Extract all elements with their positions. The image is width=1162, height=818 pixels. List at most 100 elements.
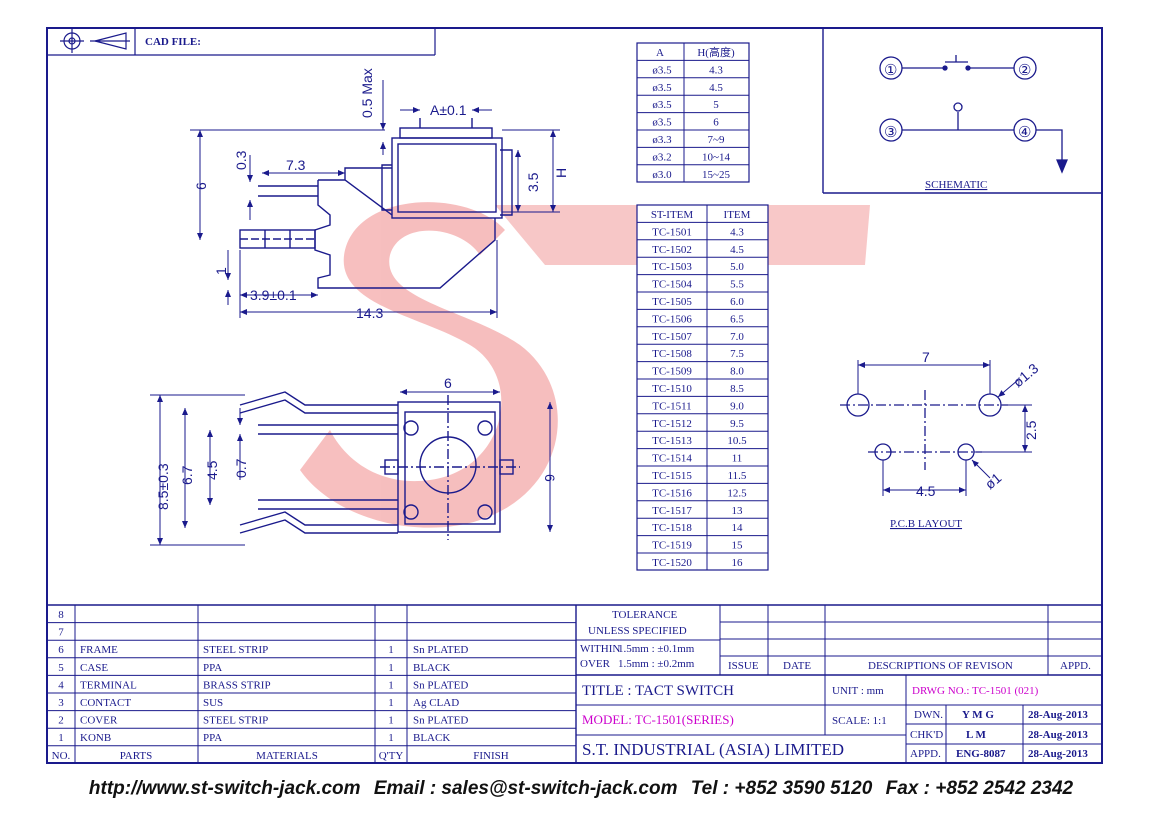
item-cell-st-item: TC-1518 [652, 522, 692, 534]
item-cell-value: 4.5 [730, 244, 744, 256]
dim-8-5: 8.5±0.3 [155, 463, 171, 510]
part-no: 7 [58, 627, 64, 639]
item-cell-st-item: TC-1504 [652, 279, 692, 291]
item-cell-value: 6.0 [730, 296, 744, 308]
part-material: STEEL STRIP [203, 644, 268, 656]
appd-label: APPD. [910, 748, 941, 760]
item-cell-value: 8.5 [730, 383, 744, 395]
part-name: KONB [80, 732, 111, 744]
item-cell-st-item: TC-1511 [652, 400, 691, 412]
top-view-dimensions [150, 389, 553, 546]
side-view-dimensions [190, 80, 560, 318]
website-link[interactable]: http://www.st-switch-jack.com [88, 778, 361, 799]
contact-footer: http://www.st-switch-jack.com Email : sa… [0, 778, 1162, 800]
item-cell-value: 9.5 [730, 418, 744, 430]
item-header-item: ITEM [724, 209, 751, 221]
pcb-dim-7: 7 [922, 349, 930, 365]
revision-date: DATE [783, 660, 811, 672]
a-h-cell-h: 7~9 [708, 134, 725, 146]
pin-4-label: ④ [1018, 125, 1031, 141]
part-finish: BLACK [413, 732, 450, 744]
pin-1-label: ① [884, 63, 897, 79]
parts-list [47, 604, 1102, 763]
cad-header: CAD FILE: [47, 28, 436, 56]
part-name: CONTACT [80, 697, 131, 709]
a-h-cell-h: 10~14 [702, 151, 730, 163]
part-no: 4 [58, 679, 64, 691]
part-qty: 1 [388, 679, 394, 691]
item-cell-st-item: TC-1508 [652, 348, 692, 360]
dwn-date: 28-Aug-2013 [1028, 709, 1088, 721]
item-cell-st-item: TC-1501 [652, 226, 692, 238]
item-cell-st-item: TC-1516 [652, 487, 692, 499]
schematic-title: SCHEMATIC [925, 179, 987, 191]
tolerance-l1b: 1.5mm : ±0.1mm [618, 643, 695, 655]
item-cell-value: 5.0 [730, 261, 744, 273]
a-h-cell-a: ø3.5 [652, 99, 672, 111]
revision-issue: ISSUE [728, 660, 759, 672]
item-cell-st-item: TC-1502 [652, 244, 692, 256]
a-h-cell-a: ø3.3 [652, 134, 672, 146]
parts-header: PARTS [120, 750, 153, 762]
item-cell-st-item: TC-1513 [652, 435, 692, 447]
tolerance-l2b: 1.5mm : ±0.2mm [618, 658, 695, 670]
company-text: S.T. INDUSTRIAL (ASIA) LIMITED [582, 740, 844, 759]
parts-header: MATERIALS [256, 750, 318, 762]
item-cell-st-item: TC-1515 [652, 470, 692, 482]
part-qty: 1 [388, 697, 394, 709]
dwn-value: Y M G [962, 709, 994, 721]
part-name: FRAME [80, 644, 118, 656]
part-finish: BLACK [413, 662, 450, 674]
dim-6-7: 6.7 [179, 465, 195, 485]
email-link[interactable]: Email : sales@st-switch-jack.com [373, 778, 678, 799]
pcb-dim-4-5: 4.5 [916, 483, 936, 499]
part-material: BRASS STRIP [203, 679, 271, 691]
item-cell-st-item: TC-1520 [652, 557, 692, 569]
fax-text: Fax : +852 2542 2342 [885, 778, 1074, 799]
item-header-st-item: ST-ITEM [651, 209, 694, 221]
item-cell-value: 15 [732, 540, 744, 552]
item-cell-st-item: TC-1517 [652, 505, 692, 517]
chk-value: L M [966, 729, 986, 741]
part-finish: Sn PLATED [413, 679, 468, 691]
a-h-cell-a: ø3.5 [652, 82, 672, 94]
item-cell-value: 9.0 [730, 400, 744, 412]
st-watermark-logo [300, 202, 870, 560]
dwn-label: DWN. [914, 709, 943, 721]
part-finish: Sn PLATED [413, 644, 468, 656]
dim-7-3: 7.3 [286, 157, 306, 173]
item-cell-value: 7.0 [730, 331, 744, 343]
pcb-dim-2-5: 2.5 [1023, 420, 1039, 440]
part-material: PPA [203, 662, 222, 674]
item-cell-st-item: TC-1510 [652, 383, 692, 395]
part-material: SUS [203, 697, 223, 709]
part-no: 1 [58, 732, 64, 744]
item-cell-st-item: TC-1519 [652, 540, 692, 552]
chk-label: CHK'D [910, 729, 943, 741]
dim-top-6: 6 [444, 375, 452, 391]
part-no: 5 [58, 662, 64, 674]
side-view-drawing [239, 118, 513, 289]
item-cell-st-item: TC-1503 [652, 261, 692, 273]
tolerance-l1a: WITHIN [580, 643, 620, 655]
a-h-header-a: A [656, 47, 664, 59]
parts-header: FINISH [473, 750, 509, 762]
part-qty: 1 [388, 662, 394, 674]
dim-14-3: 14.3 [356, 305, 383, 321]
sheet-border [46, 27, 1103, 764]
item-cell-value: 5.5 [730, 279, 744, 291]
a-h-cell-h: 15~25 [702, 169, 730, 181]
item-cell-st-item: TC-1509 [652, 366, 692, 378]
part-name: COVER [80, 715, 118, 727]
item-cell-value: 10.5 [727, 435, 747, 447]
a-h-cell-a: ø3.5 [652, 64, 672, 76]
dim-6: 6 [193, 182, 209, 190]
cad-file-label: CAD FILE: [145, 36, 201, 48]
pcb-layout-drawing [840, 360, 1032, 496]
top-view-drawing [239, 391, 520, 540]
a-h-cell-h: 4.5 [709, 82, 723, 94]
item-cell-value: 11.5 [728, 470, 747, 482]
